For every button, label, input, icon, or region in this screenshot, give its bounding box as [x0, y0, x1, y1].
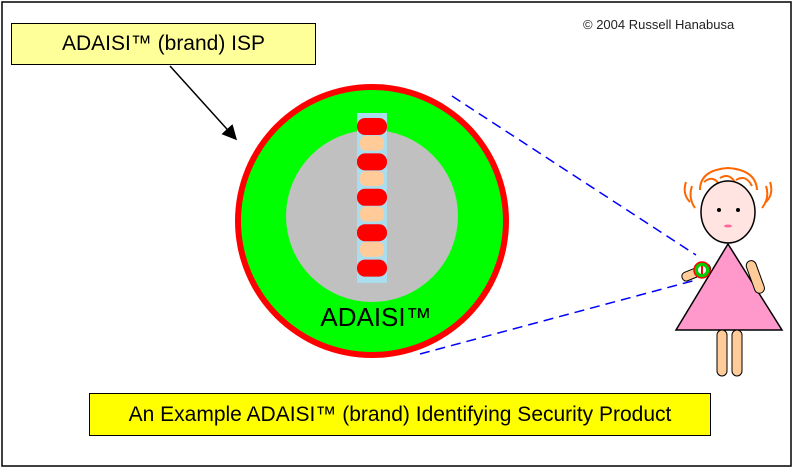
segment-red [357, 153, 387, 171]
zoom-lines-icon [419, 95, 697, 355]
right-arm [745, 260, 765, 294]
segment-tan [360, 206, 384, 222]
device-icon [235, 84, 509, 358]
segment-tan [360, 171, 384, 187]
segment-red [357, 224, 387, 242]
head [700, 180, 756, 244]
device-brand-text: ADAISI™ [320, 302, 432, 332]
hair-icon [683, 166, 773, 209]
wrist-device-icon [693, 261, 711, 279]
copyright-text: © 2004 Russell Hanabusa [583, 17, 735, 32]
segment-red [357, 188, 387, 206]
segment-stack [357, 118, 387, 277]
product-caption: An Example ADAISI™ (brand) Identifying S… [89, 393, 711, 436]
left-leg [716, 329, 728, 377]
segment-red [357, 259, 387, 277]
segment-red [357, 118, 387, 135]
segment-tan [360, 241, 384, 257]
right-leg [731, 329, 743, 377]
isp-label: ADAISI™ (brand) ISP [11, 23, 316, 65]
arrow-icon [169, 65, 238, 141]
girl-figure-icon [674, 166, 784, 377]
segment-tan [360, 135, 384, 151]
